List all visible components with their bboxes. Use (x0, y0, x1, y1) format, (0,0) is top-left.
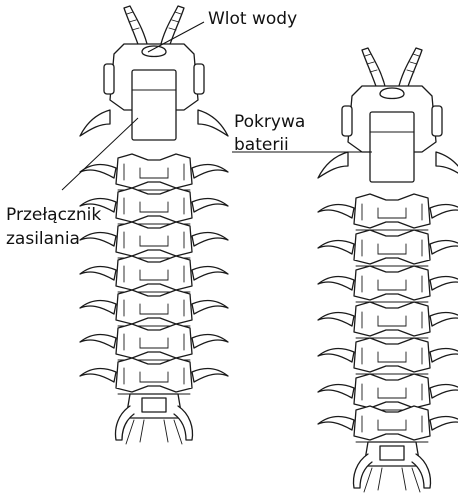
battery-cover-label-line2: baterii (234, 135, 289, 155)
battery-cover-label-line1: Pokrywa (234, 112, 305, 132)
centipede-robot-right (318, 48, 458, 492)
power-switch-label-line2: zasilania (6, 229, 80, 249)
water-inlet-label: Wlot wody (208, 9, 297, 29)
centipede-robot-left (80, 6, 228, 444)
power-switch-label-line1: Przełącznik (6, 205, 101, 225)
